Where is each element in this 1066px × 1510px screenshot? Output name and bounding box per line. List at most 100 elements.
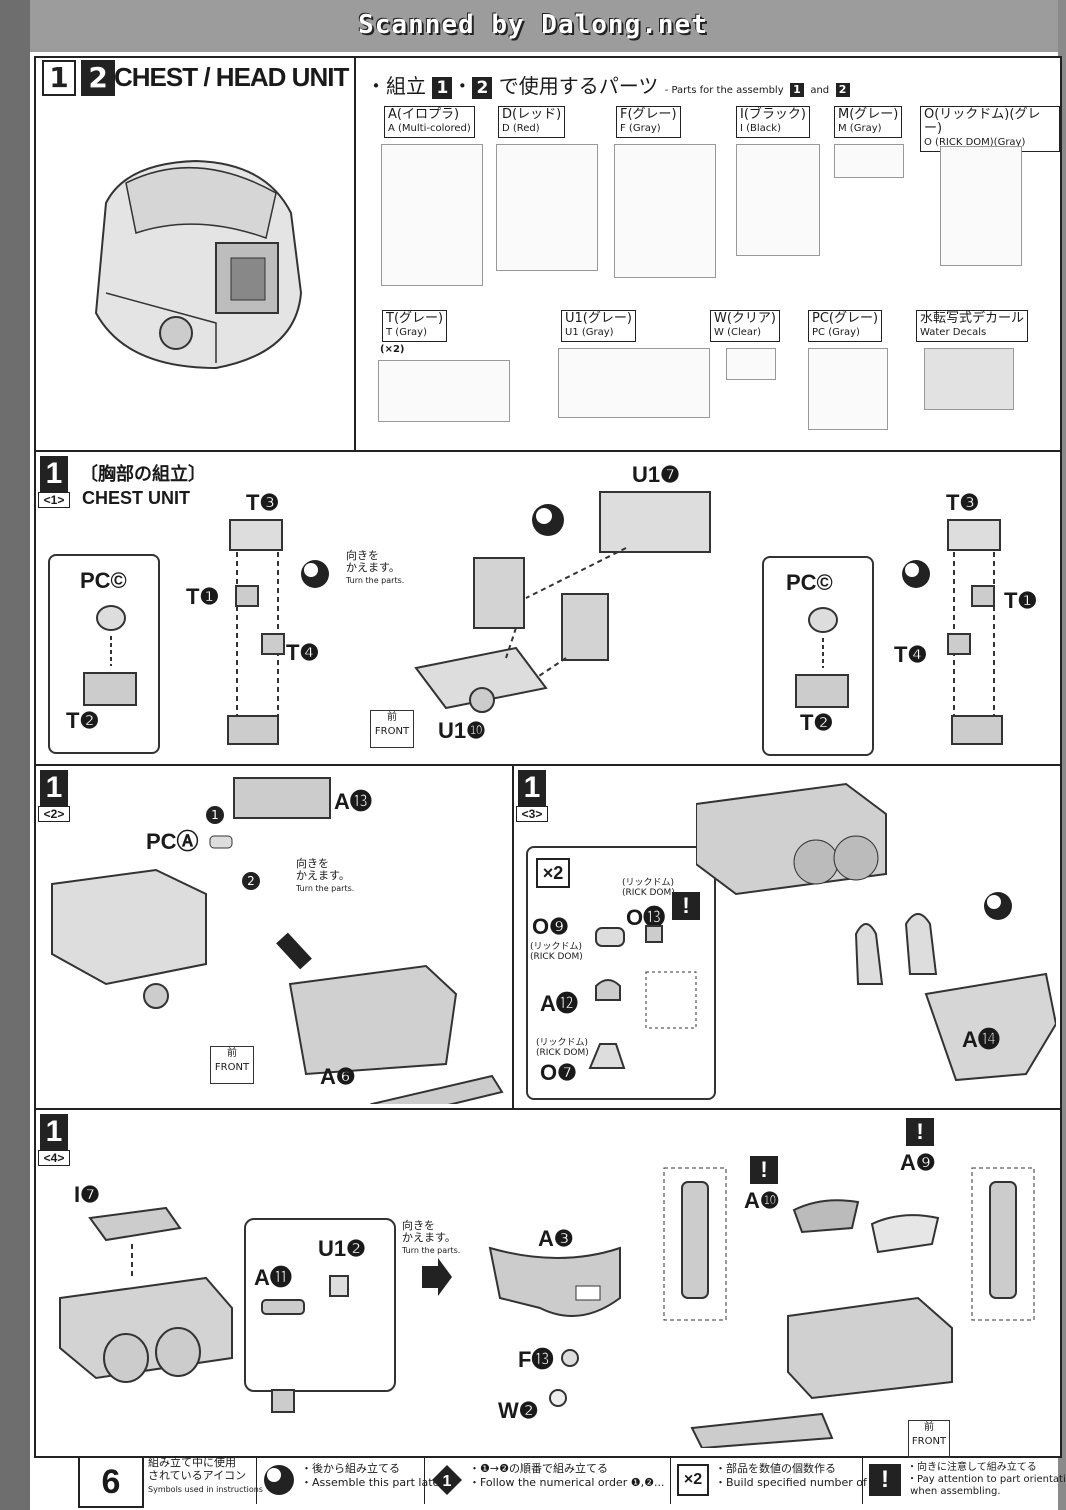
label-f13: F⓭ (518, 1347, 554, 1372)
step-badge-2: 2 (81, 60, 116, 96)
step1-1-center-assembly (414, 491, 711, 713)
runner-f (614, 144, 716, 278)
legend-assemble-later: ・後から組み立てる・Assemble this part later. (256, 1456, 446, 1504)
step1-3-assembly (696, 782, 1056, 1082)
step1-1-right-inset-parts (795, 607, 849, 708)
label-o9: O❾ (532, 914, 569, 939)
attention-icon-a10: ! (750, 1156, 778, 1184)
label-pca: PCⒶ (146, 829, 199, 854)
instruction-sheet: 1 2 CHEST / HEAD UNIT ・組立 1・2 で使用するパーツ -… (34, 56, 1062, 1458)
legend-numerical-order: 1 ・❶→❷の順番で組み立てる・Follow the numerical ord… (424, 1456, 669, 1504)
label-i7: I❼ (74, 1182, 100, 1207)
label-t4-left: T❹ (286, 640, 320, 665)
divider-2 (36, 764, 1060, 766)
legend-attention: ! ・向きに注意して組み立てる・Pay attention to part or… (862, 1456, 1066, 1504)
divider-4 (36, 1108, 1060, 1110)
runner-decals (924, 348, 1014, 410)
scan-top-border (0, 0, 1066, 52)
x2-count-icon: ×2 (677, 1464, 709, 1496)
turn-arrow-icon (422, 1258, 452, 1296)
order-marker-2: 2 (242, 872, 260, 890)
runner-i (736, 144, 820, 256)
x2-marker: ×2 (536, 858, 570, 888)
part-label-u1: U1(グレー)U1 (Gray) (561, 310, 636, 342)
step1-1-inset-left (48, 554, 160, 754)
step1-1-number: 1 (40, 456, 68, 492)
part-label-pc: PC(グレー)PC (Gray) (808, 310, 883, 342)
parts-heading-and: and (810, 85, 830, 96)
assemble-later-icon (264, 1465, 294, 1495)
svg-text:1: 1 (443, 1473, 452, 1490)
runner-a (381, 144, 483, 286)
label-t2-left: T❷ (66, 708, 100, 733)
step1-2-sub: <2> (38, 806, 70, 822)
order-marker-1: 1 (206, 806, 224, 824)
parts-heading-en: - Parts for the assembly (664, 85, 784, 96)
part-t-count: (×2) (380, 344, 405, 355)
page-title: CHEST / HEAD UNIT (114, 62, 349, 92)
attention-icon: ! (869, 1464, 901, 1496)
step1-1-title-jp: 〔胸部の組立〕 (80, 464, 206, 485)
step1-3-inset-parts (588, 925, 697, 1069)
step1-1-left-assembly (227, 519, 329, 745)
label-a13: A⓭ (334, 789, 372, 814)
step1-4-center-parts (488, 1246, 621, 1407)
step1-3-sub: <3> (516, 806, 548, 822)
divider-3-vertical (512, 764, 514, 1108)
part-label-i: I(ブラック)I (Black) (736, 106, 810, 138)
runner-m (834, 144, 904, 178)
label-t4-right: T❹ (894, 642, 928, 667)
parts-heading-en-step1: 1 (789, 83, 804, 97)
part-label-o: O(リックドム)(グレー)O (RICK DOM)(Gray) (920, 106, 1060, 152)
label-a14: A⓮ (962, 1027, 1000, 1052)
part-label-a: A(イロプラ)A (Multi-colored) (384, 106, 475, 138)
label-pcc-left: PC© (80, 568, 127, 593)
step1-1-sub: <1> (38, 492, 70, 508)
label-t1-right: T❶ (1004, 588, 1038, 613)
parts-heading-step2: 2 (472, 77, 493, 99)
step1-1-left-inset-parts (83, 605, 137, 706)
step1-4-sub: <4> (38, 1150, 70, 1166)
header-divider (354, 58, 356, 450)
scan-left-border (0, 0, 30, 1510)
label-a12: A⓬ (540, 991, 578, 1016)
runner-t (378, 360, 510, 422)
step1-1-turn-note: 向きを かえます。Turn the parts. (346, 549, 405, 586)
rickdom-note-o13: (リックドム)(RICK DOM) (622, 878, 675, 898)
runner-w (726, 348, 776, 380)
parts-heading-en-step2: 2 (835, 83, 850, 97)
step1-4-number: 1 (40, 1114, 68, 1150)
numerical-order-icon: 1 (432, 1465, 462, 1495)
label-o7: O❼ (540, 1060, 577, 1085)
parts-heading-mid: で使用するパーツ (498, 74, 659, 98)
step1-1-right-assembly (902, 519, 1003, 745)
scan-credit: Scanned by Dalong.net (358, 10, 708, 40)
label-a3: A❸ (538, 1226, 574, 1251)
label-a11: A⓫ (254, 1265, 292, 1290)
attention-icon-step1-3: ! (672, 892, 700, 920)
label-a10: A❿ (744, 1188, 780, 1213)
divider-1 (36, 450, 1060, 452)
label-u17: U1❼ (632, 462, 680, 487)
part-label-m: M(グレー)M (Gray) (834, 106, 903, 138)
step1-2-assembly (51, 777, 504, 1104)
label-pcc-right: PC© (786, 570, 833, 595)
page-number: 6 (78, 1456, 144, 1508)
step1-1-title-en: CHEST UNIT (82, 488, 190, 508)
label-w2: W❷ (498, 1398, 539, 1423)
part-label-f: F(グレー)F (Gray) (616, 106, 681, 138)
chest-head-illustration (94, 159, 303, 370)
parts-heading: ・組立 1・2 で使用するパーツ - Parts for the assembl… (366, 70, 850, 99)
label-a6: A❻ (320, 1064, 356, 1089)
label-t3-left: T❸ (246, 490, 280, 515)
step-badge-1: 1 (42, 60, 76, 96)
parts-heading-step1: 1 (432, 77, 453, 99)
step1-4-turn-note: 向きを かえます。Turn the parts. (402, 1219, 461, 1256)
label-u110: U1❿ (438, 718, 486, 743)
rickdom-note-o7: (リックドム)(RICK DOM) (536, 1038, 589, 1058)
